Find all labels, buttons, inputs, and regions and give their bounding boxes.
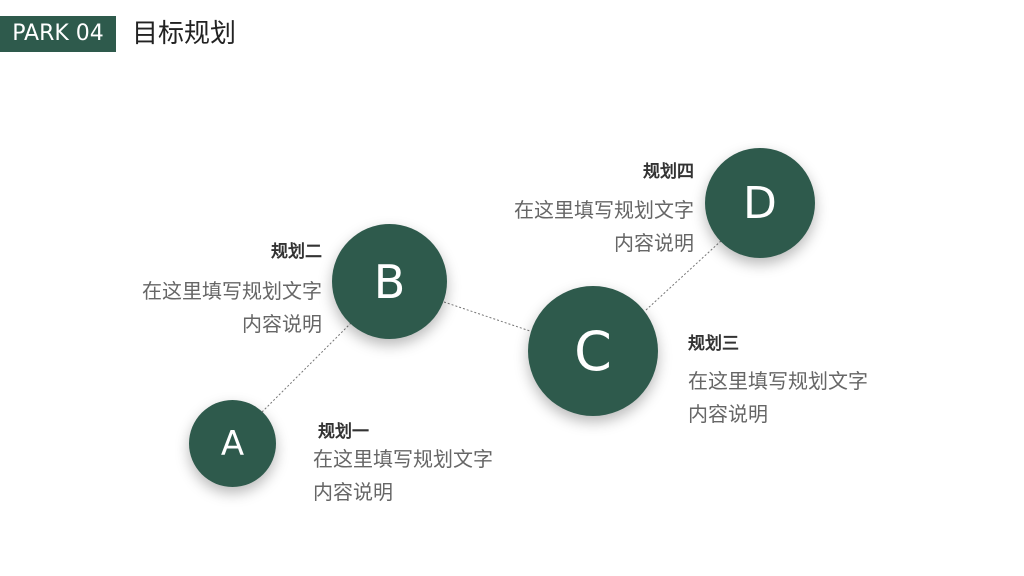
plan-d-title: 规划四 — [643, 162, 694, 182]
plan-a-desc: 在这里填写规划文字 内容说明 — [313, 443, 493, 509]
plan-c-desc-line2: 内容说明 — [688, 402, 768, 426]
section-tag: PARK 04 — [0, 16, 116, 52]
plan-letter-a: A — [220, 423, 245, 464]
plan-b-desc-line1: 在这里填写规划文字 — [142, 279, 322, 303]
page-title: 目标规划 — [132, 19, 237, 49]
connector-c-d — [645, 239, 723, 311]
plan-c-desc: 在这里填写规划文字 内容说明 — [688, 365, 868, 431]
plan-a-title: 规划一 — [318, 422, 369, 442]
plan-d-desc-line2: 内容说明 — [614, 231, 694, 255]
plan-node-c: C — [528, 286, 658, 416]
plan-node-b: B — [332, 224, 447, 339]
plan-letter-d: D — [743, 177, 777, 229]
plan-a-desc-line2: 内容说明 — [313, 480, 393, 504]
plan-node-d: D — [705, 148, 815, 258]
plan-letter-b: B — [373, 254, 406, 309]
plan-letter-c: C — [574, 319, 612, 383]
connector-a-b — [261, 321, 353, 413]
plan-a-desc-line1: 在这里填写规划文字 — [313, 447, 493, 471]
plan-c-title: 规划三 — [688, 334, 739, 354]
plan-d-desc-line1: 在这里填写规划文字 — [514, 198, 694, 222]
plan-c-desc-line1: 在这里填写规划文字 — [688, 369, 868, 393]
plan-b-title: 规划二 — [271, 242, 322, 262]
plan-d-desc: 在这里填写规划文字 内容说明 — [514, 194, 694, 260]
connector-b-c — [443, 301, 531, 332]
plan-b-desc-line2: 内容说明 — [242, 312, 322, 336]
plan-node-a: A — [189, 400, 276, 487]
plan-b-desc: 在这里填写规划文字 内容说明 — [142, 275, 322, 341]
